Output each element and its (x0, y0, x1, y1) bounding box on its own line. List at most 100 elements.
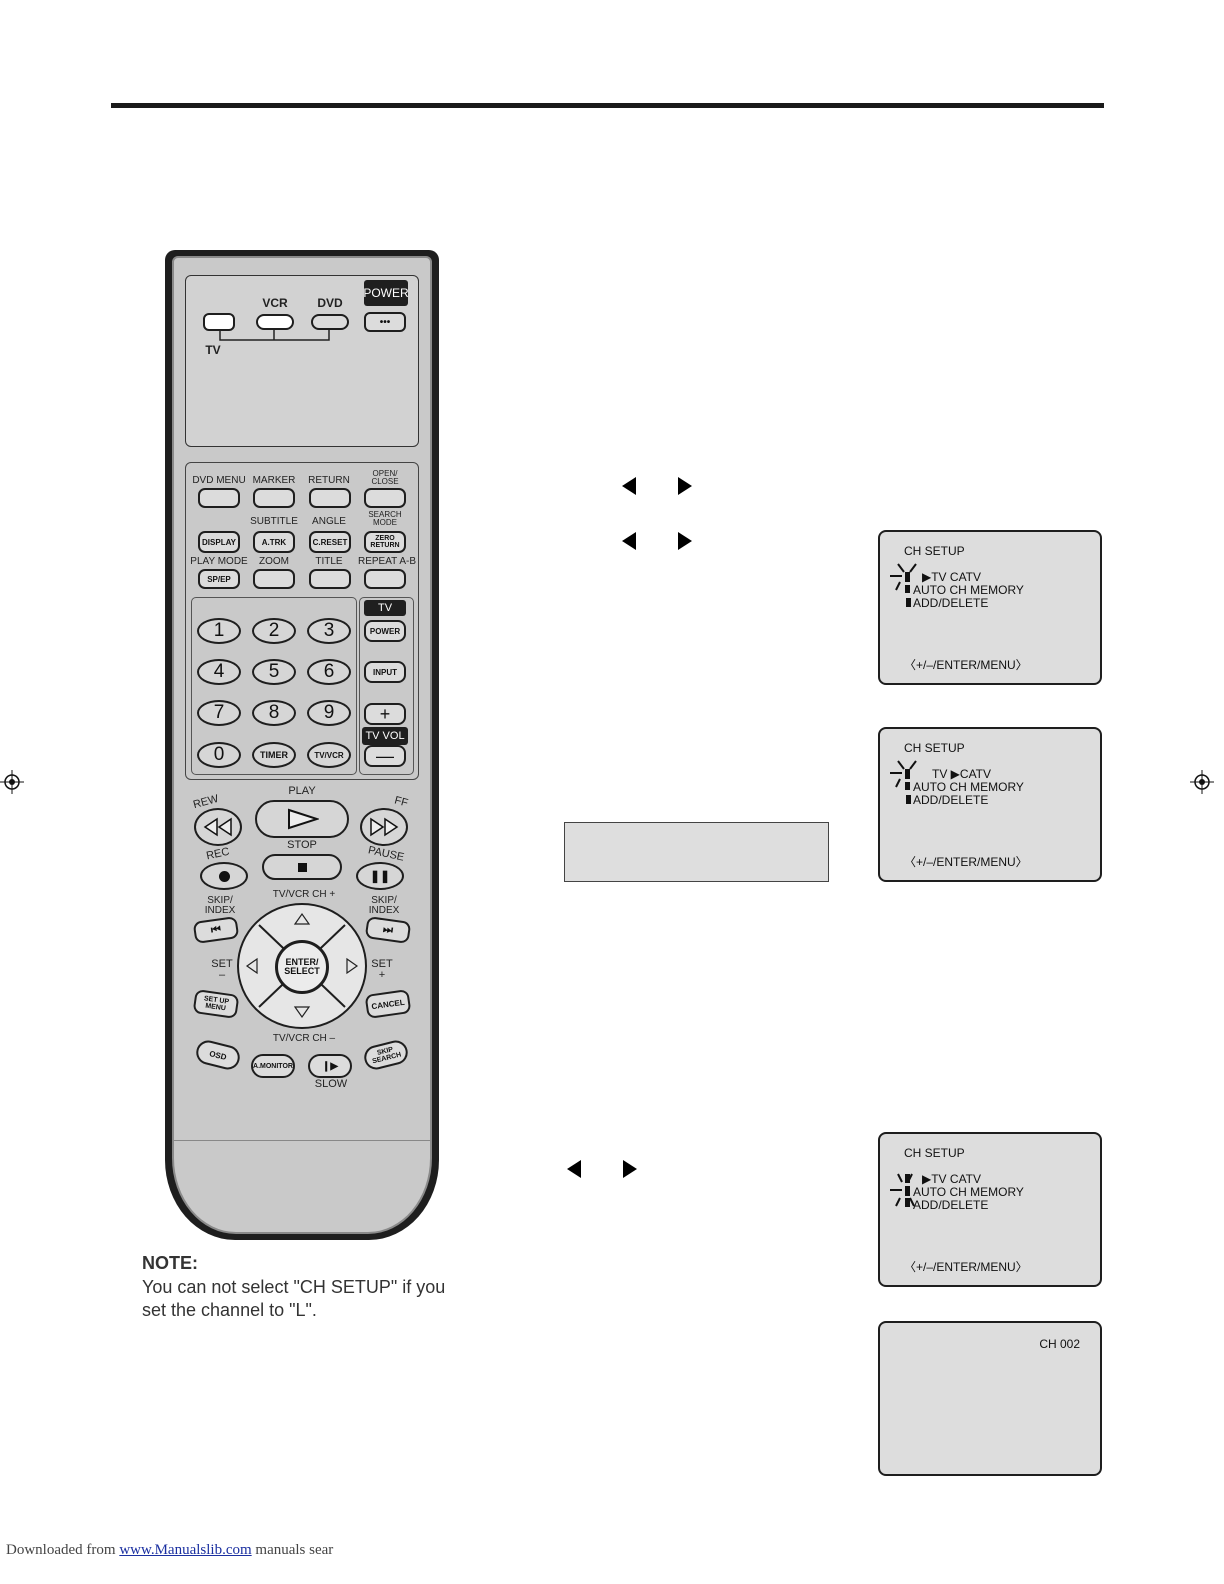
tv-mode-switch[interactable] (203, 313, 235, 331)
osd-row-add-delete: ADD/DELETE (913, 596, 989, 610)
a-monitor-button[interactable]: A.MONITOR (251, 1054, 295, 1078)
tv-mode-label: TV (205, 343, 221, 357)
rew-button[interactable] (194, 808, 242, 846)
mode-switch-connector (219, 330, 330, 341)
slow-button[interactable]: ❙▶ (308, 1054, 352, 1078)
title-button[interactable] (309, 569, 351, 589)
osd-row-tv-catv: ▶TV CATV (922, 1172, 982, 1186)
osd-row-add-delete: ADD/DELETE (913, 793, 989, 807)
osd-title: CH SETUP (904, 1146, 965, 1160)
download-footer: Downloaded from www.Manualslib.com manua… (6, 1542, 333, 1559)
tv-input-button[interactable]: INPUT (364, 661, 406, 683)
set-minus-label: SET – (211, 958, 233, 981)
play-icon (288, 808, 319, 830)
footer-suffix: manuals sear (251, 1542, 334, 1558)
osd-screen-1: CH SETUP ▶TV CATV AUTO CH MEMORY ADD/DEL… (878, 530, 1102, 685)
pause-icon: ❚❚ (369, 869, 391, 883)
open-close-button[interactable] (364, 488, 406, 508)
osd-marker (906, 598, 911, 607)
number-3-button[interactable]: 3 (307, 618, 351, 644)
repeat-ab-button[interactable] (364, 569, 406, 589)
angle-label: ANGLE (312, 516, 346, 527)
skip-forward-icon: ⏭ (382, 922, 394, 937)
tv-side-label: TV (364, 600, 406, 616)
left-arrow-icon (622, 532, 636, 550)
zero-return-button[interactable]: ZERO RETURN (364, 531, 406, 553)
play-mode-label: PLAY MODE (190, 556, 248, 567)
top-rule (111, 103, 1104, 108)
play-label: PLAY (288, 785, 316, 797)
timer-button[interactable]: TIMER (252, 742, 296, 768)
record-icon (218, 870, 230, 882)
osd-footer: 〈+/–/ENTER/MENU〉 (904, 658, 1028, 672)
tv-power-button[interactable]: POWER (364, 620, 406, 642)
set-plus-label: SET + (371, 958, 393, 981)
blinking-cursor-icon (890, 563, 917, 593)
osd-screen-3: CH SETUP ▶TV CATV AUTO CH MEMORY ADD/DEL… (878, 1132, 1102, 1287)
display-button[interactable]: DISPLAY (198, 531, 240, 553)
stop-button[interactable] (262, 854, 342, 880)
number-8-button[interactable]: 8 (252, 700, 296, 726)
marker-label: MARKER (252, 475, 296, 486)
c-reset-button[interactable]: C.RESET (309, 531, 351, 553)
slow-play-icon: ❙▶ (321, 1060, 339, 1072)
ch-up-label: TV/VCR CH + (272, 889, 336, 900)
number-6-button[interactable]: 6 (307, 659, 351, 685)
dvd-label: DVD (317, 296, 343, 310)
power-button[interactable]: ••• (364, 312, 406, 332)
zoom-button[interactable] (253, 569, 295, 589)
osd-row-auto-ch: AUTO CH MEMORY (913, 780, 1024, 794)
vcr-mode-button[interactable] (256, 314, 294, 330)
skip-index-right-label: SKIP/ INDEX (368, 895, 400, 916)
tv-vol-label: TV VOL (362, 727, 408, 745)
play-button[interactable] (255, 800, 349, 838)
osd-screen-4: CH 002 (878, 1321, 1102, 1476)
left-arrow-icon (567, 1160, 581, 1178)
footer-prefix: Downloaded from (6, 1542, 120, 1558)
enter-select-button[interactable]: ENTER/ SELECT (275, 940, 329, 994)
osd-row-auto-ch: AUTO CH MEMORY (913, 583, 1024, 597)
slow-label: SLOW (314, 1078, 348, 1090)
registration-mark-icon (1190, 770, 1214, 794)
osd-row-tv-catv: ▶TV CATV (922, 570, 982, 584)
rewind-icon (203, 817, 232, 837)
tv-vol-down-button[interactable]: — (364, 745, 406, 767)
subtitle-label: SUBTITLE (250, 516, 298, 527)
number-9-button[interactable]: 9 (307, 700, 351, 726)
note-title: NOTE: (142, 1253, 198, 1273)
pause-button[interactable]: ❚❚ (356, 862, 404, 890)
note-line-2: set the channel to "L". (142, 1300, 317, 1320)
rec-button[interactable] (200, 862, 248, 890)
blank-info-box (564, 822, 829, 882)
stop-label: STOP (287, 839, 317, 851)
tv-vcr-button[interactable]: TV/VCR (307, 742, 351, 768)
marker-button[interactable] (253, 488, 295, 508)
osd-title: CH SETUP (904, 741, 965, 755)
fast-forward-icon (370, 817, 399, 837)
osd-row-add-delete: ADD/DELETE (913, 1198, 989, 1212)
manualslib-link[interactable]: www.Manualslib.com (119, 1542, 252, 1558)
blinking-cursor-icon (890, 760, 917, 790)
registration-mark-icon (0, 770, 24, 794)
dvd-mode-button[interactable] (311, 314, 349, 330)
return-button[interactable] (309, 488, 351, 508)
sp-ep-button[interactable]: SP/EP (198, 569, 240, 589)
number-5-button[interactable]: 5 (252, 659, 296, 685)
a-trk-button[interactable]: A.TRK (253, 531, 295, 553)
ch-down-label: TV/VCR CH – (272, 1033, 336, 1044)
tv-vol-up-button[interactable]: + (364, 703, 406, 725)
skip-index-left-label: SKIP/ INDEX (204, 895, 236, 916)
dvd-menu-button[interactable] (198, 488, 240, 508)
right-arrow-icon (623, 1160, 637, 1178)
osd-marker (906, 795, 911, 804)
note-line-1: You can not select "CH SETUP" if you (142, 1277, 446, 1297)
zoom-label: ZOOM (259, 556, 289, 567)
dvd-menu-label: DVD MENU (192, 475, 246, 486)
ff-button[interactable] (360, 808, 408, 846)
vcr-label: VCR (262, 296, 288, 310)
number-1-button[interactable]: 1 (197, 618, 241, 644)
number-2-button[interactable]: 2 (252, 618, 296, 644)
number-0-button[interactable]: 0 (197, 742, 241, 768)
number-4-button[interactable]: 4 (197, 659, 241, 685)
number-7-button[interactable]: 7 (197, 700, 241, 726)
